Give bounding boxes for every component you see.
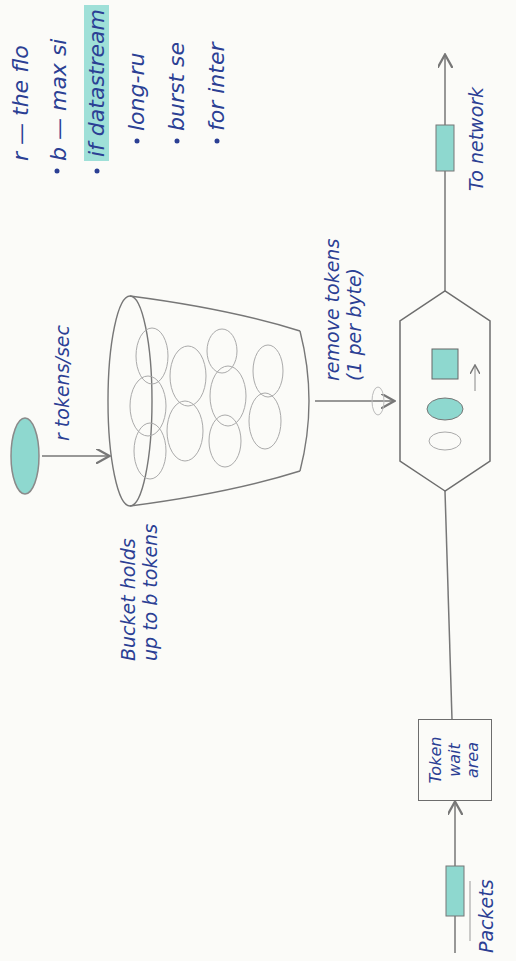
note-text: for inter: [204, 42, 229, 131]
token: [427, 398, 463, 420]
bullet: [175, 139, 180, 144]
output-line: [444, 56, 446, 291]
packet: [436, 125, 454, 171]
token: [11, 418, 39, 494]
bucket: [108, 296, 309, 506]
callout-box: Token wait area: [418, 719, 492, 801]
annotation: To network: [466, 21, 488, 191]
annotation: Packets: [476, 843, 498, 953]
bullet: [135, 139, 140, 144]
box-text: Token wait area: [427, 724, 482, 796]
bullet: [95, 169, 100, 174]
note-text: b — max si: [46, 39, 71, 161]
note-text: r — the flo: [8, 45, 33, 161]
remove-arrow: [315, 400, 393, 402]
wait-line: [445, 491, 452, 719]
small-arrow: [475, 366, 476, 391]
annotation: remove tokens (1 per byte): [322, 221, 366, 381]
bullet: [215, 139, 220, 144]
token-arrow: [42, 455, 108, 457]
underline: [470, 881, 471, 941]
bullet: [55, 169, 60, 174]
regulator-hexagon: [400, 291, 490, 491]
token: [429, 432, 461, 450]
note-text: burst se: [164, 42, 189, 131]
annotation: Bucket holds up to b tokens: [118, 521, 162, 661]
note-text: if datastream: [84, 5, 109, 161]
token-ghost: [372, 387, 384, 415]
packet: [432, 349, 458, 379]
packet: [446, 866, 464, 916]
note-text: long-ru: [124, 53, 149, 131]
annotation: r tokens/sec: [52, 291, 74, 441]
